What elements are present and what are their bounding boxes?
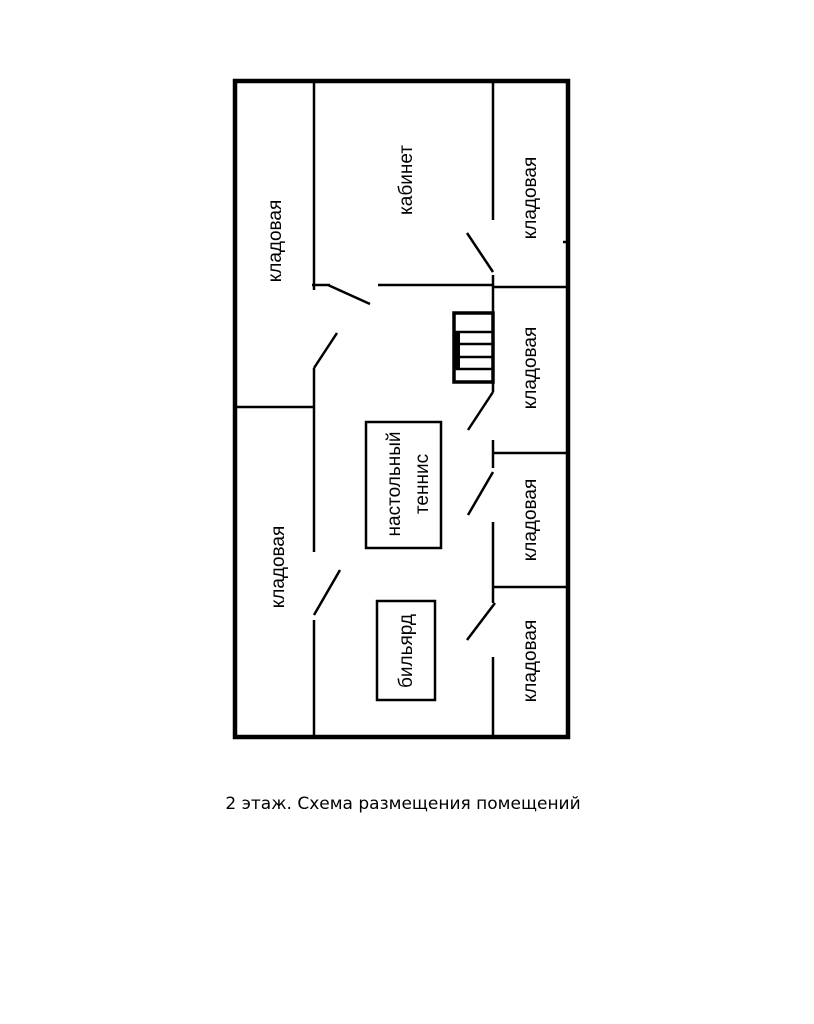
room-label: кладовая — [265, 200, 286, 283]
room-label: кладовая — [268, 526, 289, 609]
door-storage-right-2 — [466, 391, 495, 431]
door-storage-left-bottom — [312, 569, 342, 616]
table-tennis-label: настольный — [384, 432, 405, 537]
door-storage-right-4 — [466, 602, 496, 641]
room-label: кладовая — [520, 620, 541, 703]
outer-wall — [232, 78, 571, 740]
room-label: кладовая — [520, 157, 541, 240]
door-storage-right-3 — [466, 471, 495, 516]
table-tennis-table — [364, 420, 443, 550]
billiard-label: бильярд — [396, 614, 417, 688]
caption: 2 этаж. Схема размещения помещений — [225, 794, 580, 814]
table-tennis-label: теннис — [412, 454, 433, 514]
doors — [312, 232, 496, 641]
room-label: кладовая — [520, 479, 541, 562]
interior-walls — [235, 81, 568, 737]
stairs — [452, 311, 495, 384]
door-cabinet — [327, 283, 371, 306]
door-storage-right-1 — [465, 232, 495, 273]
door-storage-left-top — [312, 332, 339, 369]
billiard-table — [375, 599, 437, 702]
room-label: кабинет — [396, 145, 417, 215]
room-label: кладовая — [520, 327, 541, 410]
